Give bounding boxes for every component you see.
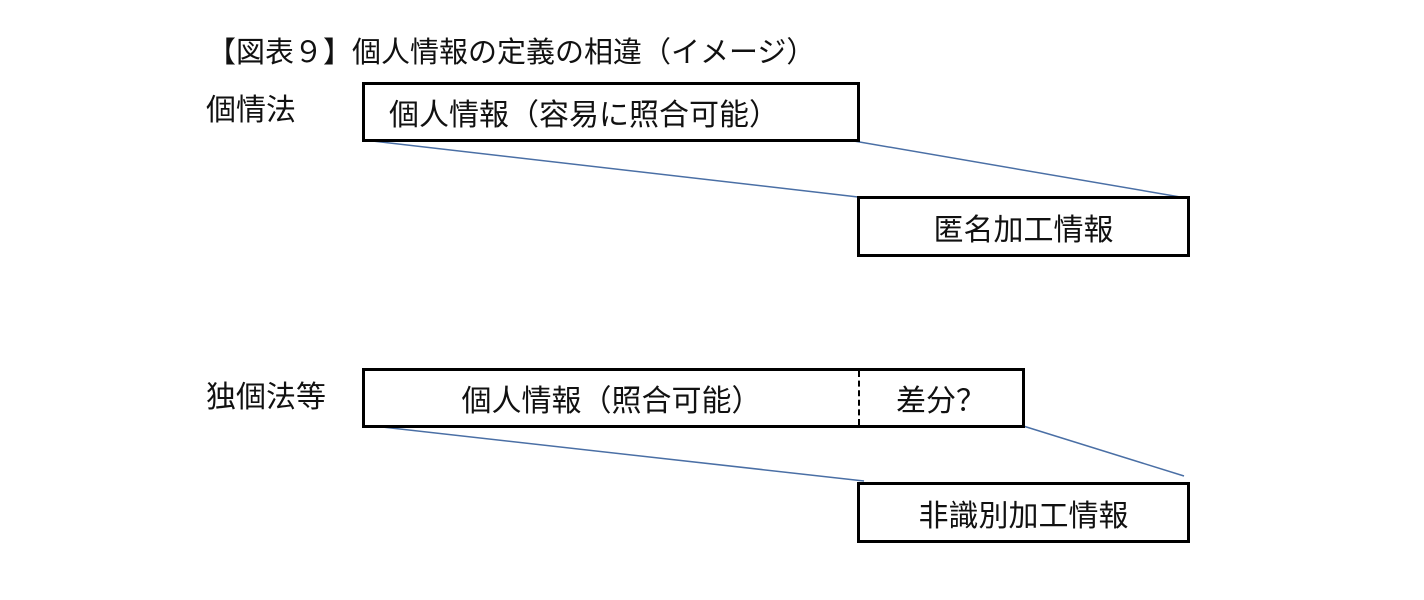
row-label-kojohou: 個情法: [206, 93, 296, 128]
box-personal-info-easily-collatable: 個人情報（容易に照合可能）: [362, 82, 860, 142]
box-personal-info-collatable-label: 個人情報（照合可能）: [461, 384, 762, 419]
box-personal-info-collatable: 個人情報（照合可能） 差分？: [362, 368, 1025, 428]
connector-2-left: [363, 424, 865, 482]
connector-1-right: [847, 139, 1187, 199]
box-anonymized-info: 匿名加工情報: [857, 196, 1190, 257]
box-difference-label: 差分？: [896, 384, 986, 419]
box-anonymized-info-label: 匿名加工情報: [933, 212, 1114, 248]
connector-1-left: [363, 139, 859, 198]
box-difference: 差分？: [860, 371, 1022, 425]
box-non-identifiable-info-label: 非識別加工情報: [918, 498, 1129, 534]
box-personal-info-easily-collatable-label: 個人情報（容易に照合可能）: [389, 98, 779, 133]
box-non-identifiable-info: 非識別加工情報: [857, 482, 1190, 543]
figure-title: 【図表９】個人情報の定義の相違（イメージ）: [207, 35, 816, 69]
box-personal-info-collatable-main: 個人情報（照合可能）: [365, 371, 860, 425]
row-label-dokkohou: 独個法等: [206, 380, 326, 415]
connector-2-right: [1019, 424, 1185, 477]
